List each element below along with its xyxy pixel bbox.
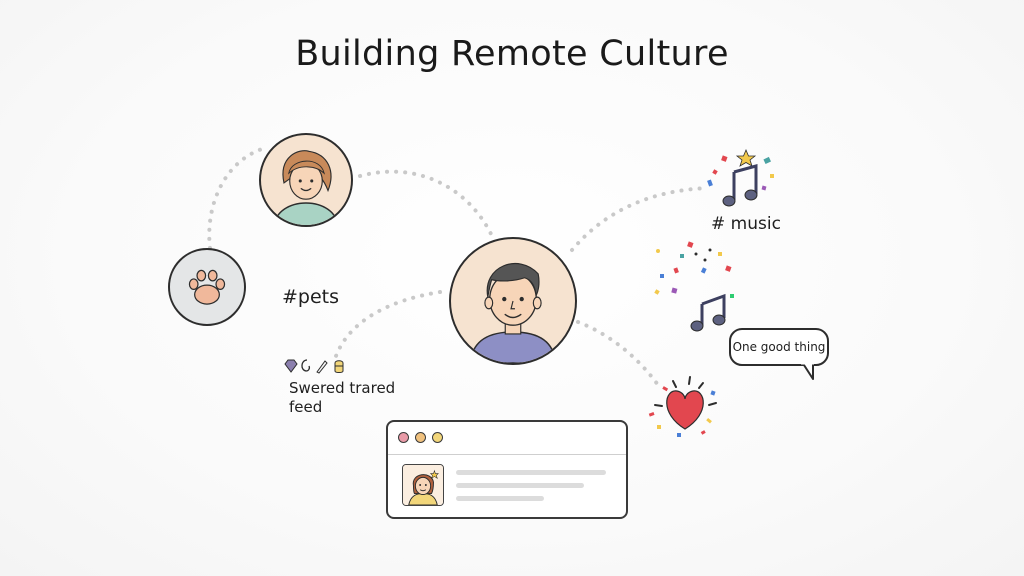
avatar-man	[449, 237, 577, 365]
reaction-icons	[283, 358, 349, 374]
music-channel-label: # music	[711, 214, 781, 234]
browser-title-bar	[388, 422, 626, 455]
speech-bubble-tail	[801, 362, 814, 380]
feed-label-line2: feed	[289, 398, 323, 416]
post-text-line-2	[456, 483, 584, 488]
window-dot-orange	[415, 432, 426, 443]
man-illustration	[469, 263, 557, 363]
pets-channel-label: #pets	[282, 286, 340, 308]
window-dot-red	[398, 432, 409, 443]
music-note-icon	[690, 293, 726, 332]
post-text-line-1	[456, 470, 606, 475]
heart-burst	[648, 376, 717, 437]
paw-icon	[188, 269, 226, 305]
feed-label-line1: Swered trared	[289, 379, 396, 397]
music-note-icon	[722, 164, 758, 207]
woman-illustration	[274, 150, 338, 225]
post-avatar-thumbnail	[402, 464, 444, 506]
avatar-woman	[259, 133, 353, 227]
connector-woman-man	[358, 169, 494, 238]
feed-label: Swered trared feed	[289, 379, 419, 417]
connector-pets-woman	[207, 146, 267, 250]
music-confetti-middle	[654, 241, 734, 332]
star-icon	[735, 148, 757, 167]
connector-man-music	[570, 186, 710, 252]
one-good-thing-bubble: One good thing	[729, 328, 829, 366]
connector-man-feed	[334, 290, 442, 358]
post-text-line-3	[456, 496, 544, 501]
window-dot-yellow	[432, 432, 443, 443]
music-confetti-top	[707, 148, 774, 207]
heart-icon	[666, 390, 704, 430]
avatar-pets	[168, 248, 246, 326]
browser-window	[386, 420, 628, 519]
page-title: Building Remote Culture	[295, 34, 729, 74]
connector-man-heart	[576, 320, 660, 387]
